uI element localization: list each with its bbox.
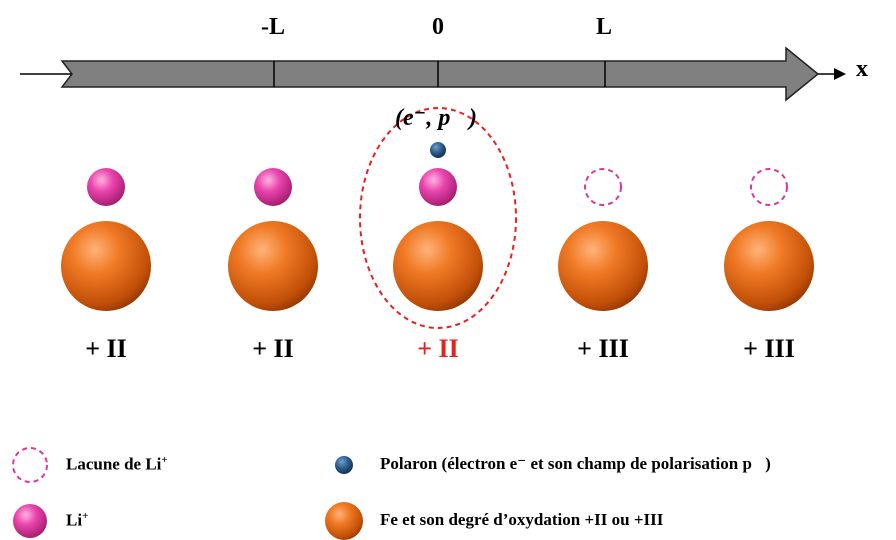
lithium-ion	[419, 168, 457, 206]
polaron-label: (e⁻, p⃗)	[395, 105, 477, 131]
oxidation-label: + III	[577, 334, 629, 363]
axis-name-x: x	[856, 56, 868, 82]
legend-lithium-label: Li+	[66, 510, 89, 530]
iron-atom	[61, 221, 151, 311]
iron-atom	[393, 221, 483, 311]
legend-lithium-icon	[13, 504, 47, 538]
polaron-region-ellipse	[359, 107, 517, 329]
legend-vacancy-label: Lacune de Li+	[66, 454, 168, 474]
legend-vacancy-icon	[12, 447, 48, 483]
oxidation-label-highlight: + II	[417, 334, 459, 363]
oxidation-label: + II	[85, 334, 127, 363]
lithium-ion	[254, 168, 292, 206]
legend-polaron-icon	[335, 456, 353, 474]
legend-iron-label: Fe et son degré d’oxydation +II ou +III	[380, 510, 664, 529]
legend-polaron-label: Polaron (électron e⁻ et son champ de pol…	[380, 454, 771, 473]
tick-label-L: L	[595, 14, 613, 40]
tick-label-zero: 0	[432, 14, 444, 40]
oxidation-label: + III	[743, 334, 795, 363]
lithium-ion	[87, 168, 125, 206]
oxidation-label: + II	[252, 334, 294, 363]
lithium-vacancy	[750, 168, 788, 206]
polaron-electron	[430, 142, 446, 158]
iron-atom	[228, 221, 318, 311]
tick-label-minus-L: -L	[261, 14, 285, 40]
lithium-vacancy	[584, 168, 622, 206]
x-axis-block-arrow	[60, 46, 820, 102]
iron-atom	[724, 221, 814, 311]
legend-iron-icon	[325, 502, 363, 540]
x-axis-arrowhead	[834, 68, 846, 80]
iron-atom	[558, 221, 648, 311]
